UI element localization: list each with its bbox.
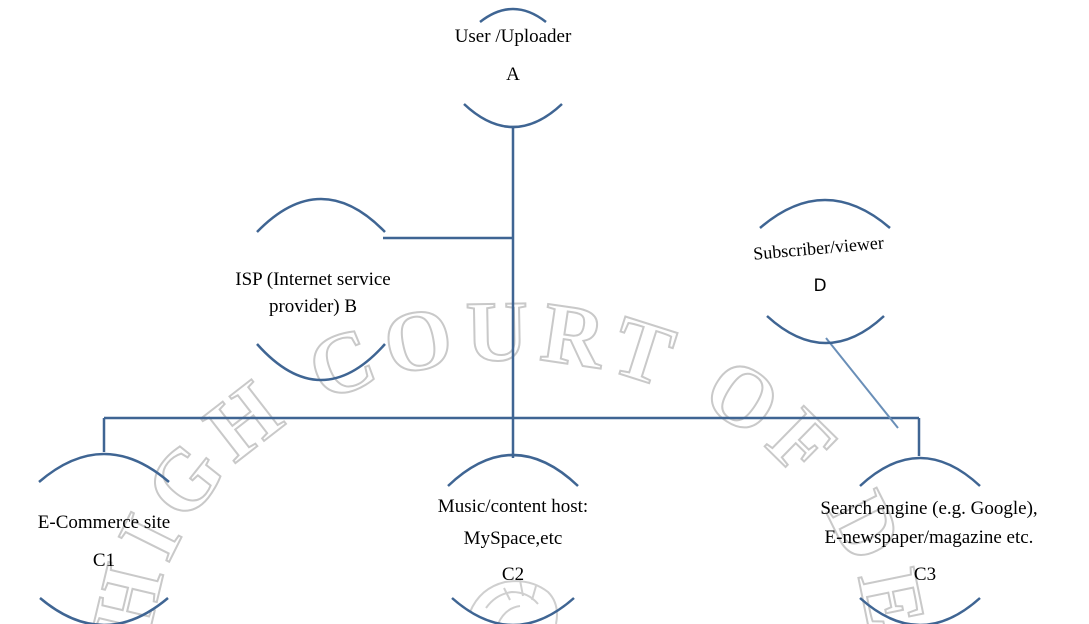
node-d-id: D xyxy=(813,276,826,296)
node-d: Subscriber/viewer D xyxy=(752,198,891,345)
connector-d-to-c3 xyxy=(825,337,899,429)
node-c1: E-Commerce site C1 xyxy=(38,452,170,624)
node-c3-bottom-arc xyxy=(859,597,981,624)
node-c3-label: Search engine (e.g. Google), xyxy=(820,498,1037,519)
node-d-bottom-arc xyxy=(766,315,885,345)
connectors xyxy=(102,127,921,458)
node-c1-top-arc xyxy=(38,452,170,483)
node-c2: Music/content host: MySpace,etc C2 xyxy=(438,453,588,624)
node-c1-id: C1 xyxy=(93,550,115,571)
node-c1-label: E-Commerce site xyxy=(38,512,170,533)
node-c3: Search engine (e.g. Google), E-newspaper… xyxy=(820,456,1038,624)
node-a-top-arc xyxy=(479,7,547,23)
emblem-sketch xyxy=(469,579,558,624)
node-c3-top-arc xyxy=(859,456,981,487)
node-b-label-cont: provider) B xyxy=(269,296,357,317)
node-c3-id: C3 xyxy=(914,564,936,585)
node-c2-id: C2 xyxy=(502,564,524,585)
node-c2-bottom-arc xyxy=(451,597,575,624)
node-a-label: User /Uploader xyxy=(455,26,572,47)
node-b-top-arc xyxy=(256,197,386,233)
node-d-top-arc xyxy=(759,198,891,229)
node-c2-top-arc xyxy=(447,453,579,487)
node-b: ISP (Internet service provider) B xyxy=(235,197,391,382)
node-d-label: Subscriber/viewer xyxy=(752,232,884,263)
node-a: User /Uploader A xyxy=(455,7,572,129)
node-c2-label-cont: MySpace,etc xyxy=(464,528,563,549)
node-a-bottom-arc xyxy=(463,103,563,129)
node-c3-label-cont: E-newspaper/magazine etc. xyxy=(825,527,1034,548)
node-b-bottom-arc xyxy=(256,343,386,382)
node-c2-label: Music/content host: xyxy=(438,496,588,517)
node-b-label: ISP (Internet service xyxy=(235,269,390,290)
node-a-id: A xyxy=(506,64,520,85)
node-c1-bottom-arc xyxy=(39,597,169,624)
